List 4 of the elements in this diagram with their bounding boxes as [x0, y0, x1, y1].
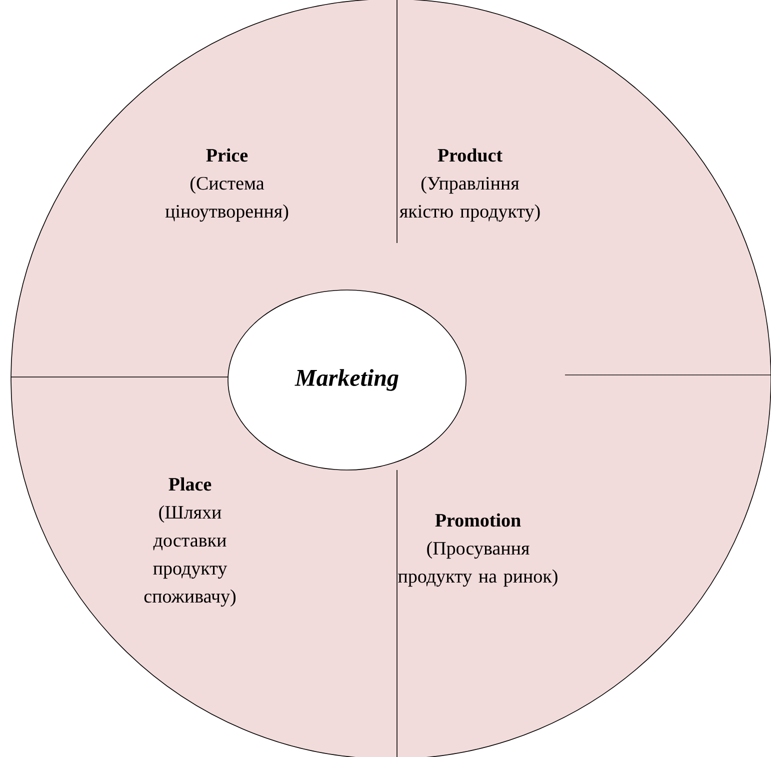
quadrant-label: Product (Управління якістю продукту) [400, 148, 540, 222]
quadrant-label: Price (Система ціноутворення) [165, 148, 288, 222]
quadrant-label: Promotion (Просування продукту на ринок) [398, 513, 558, 587]
quadrant-label: Place (Шляхи доставки продукту споживачу) [144, 477, 236, 607]
